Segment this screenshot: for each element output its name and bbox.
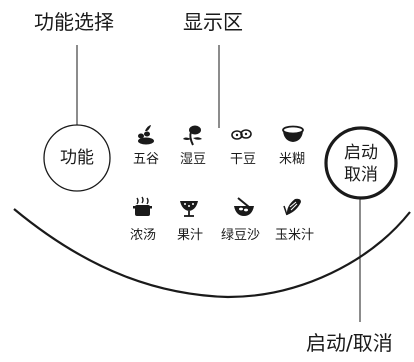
function-select-callout: 功能选择 — [34, 10, 114, 34]
start-button-label-line1: 启动 — [344, 143, 378, 163]
soup-pot-icon — [133, 196, 152, 216]
mode-label-yumizhi: 玉米汁 — [275, 228, 315, 243]
start-cancel-callout: 启动/取消 — [306, 331, 393, 355]
display-area-callout: 显示区 — [183, 10, 243, 34]
mode-label-shidou: 湿豆 — [180, 152, 207, 167]
function-button[interactable]: 功能 — [44, 125, 110, 191]
mode-label-lvdousha: 绿豆沙 — [221, 228, 261, 243]
grain-icon — [138, 125, 154, 145]
start-button-label-line2: 取消 — [344, 165, 378, 185]
mode-label-mihu: 米糊 — [279, 152, 306, 167]
function-button-outline — [43, 124, 111, 192]
mode-label-nongtang: 浓汤 — [130, 228, 157, 243]
start-button-outline — [324, 126, 398, 200]
soaked-bean-sprout-icon — [183, 125, 202, 146]
fruit-juice-icon — [180, 201, 198, 217]
start-cancel-button[interactable]: 启动 取消 — [326, 128, 396, 198]
rice-paste-bowl-icon — [282, 125, 304, 142]
mung-bean-bowl-icon — [234, 197, 254, 216]
function-button-label: 功能 — [60, 148, 94, 168]
mode-label-wugu: 五谷 — [133, 152, 160, 167]
dry-bean-icon — [231, 129, 252, 140]
mode-label-gandou: 干豆 — [230, 152, 257, 167]
mode-label-guozhi: 果汁 — [177, 228, 204, 243]
panel-outline — [13, 208, 411, 299]
corn-icon — [283, 198, 301, 216]
